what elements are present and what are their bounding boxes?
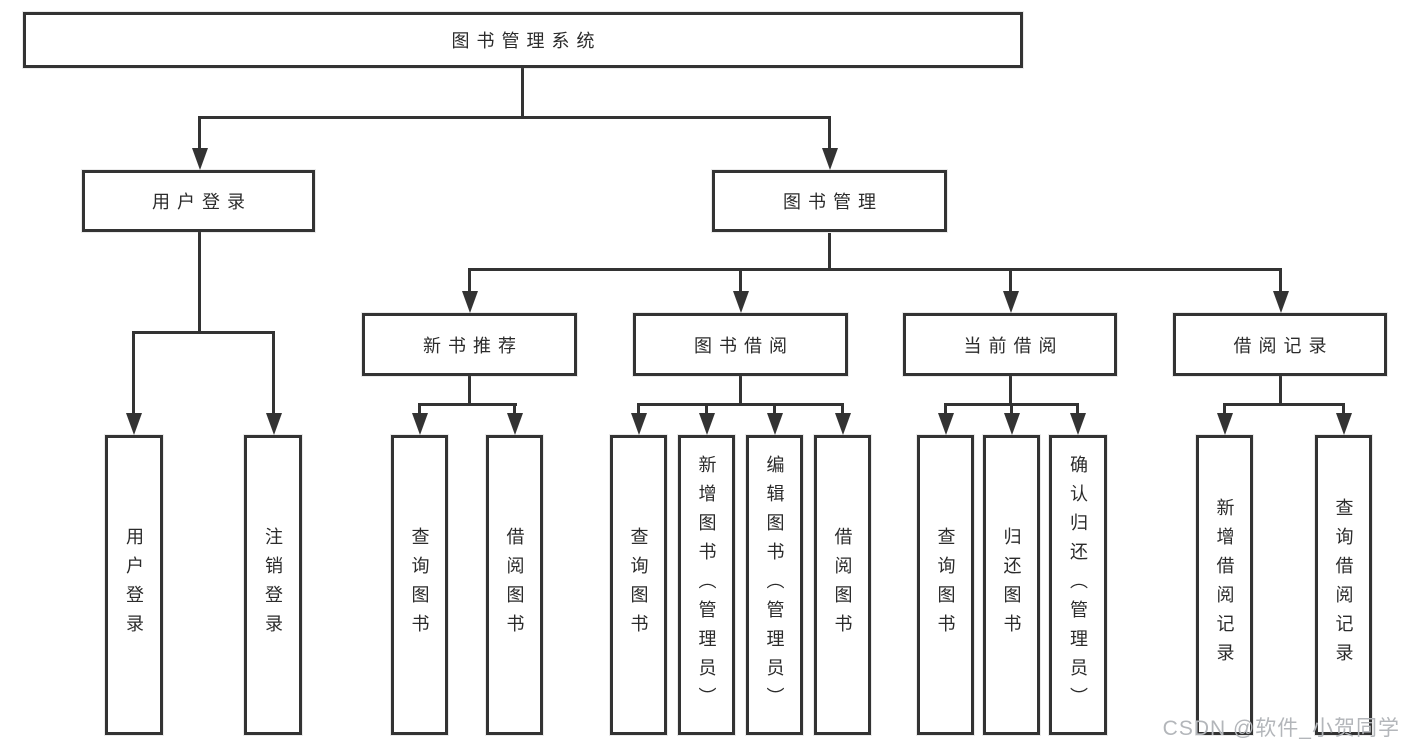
arrow-down-icon xyxy=(506,413,523,435)
arrow-down-icon xyxy=(1003,413,1020,435)
connector-line xyxy=(1076,403,1079,415)
arrow-down-icon xyxy=(265,413,282,435)
connector-line xyxy=(637,403,640,415)
arrow-down-icon xyxy=(821,148,838,170)
node-new-book-recommend: 新书推荐 xyxy=(362,313,577,376)
connector-line xyxy=(132,331,135,415)
arrow-down-icon xyxy=(191,148,208,170)
node-book-borrow: 图书借阅 xyxy=(633,313,848,376)
leaf-bb-add-book-admin: 新增图书（管理员） xyxy=(678,435,735,735)
arrow-down-icon xyxy=(732,291,749,313)
arrow-down-icon xyxy=(630,413,647,435)
connector-line xyxy=(828,233,831,271)
connector-line xyxy=(418,403,421,415)
connector-line xyxy=(828,116,831,150)
leaf-cb-confirm-return-admin: 确认归还（管理员） xyxy=(1049,435,1107,735)
arrow-down-icon xyxy=(1002,291,1019,313)
arrow-down-icon xyxy=(937,413,954,435)
connector-line xyxy=(1009,376,1012,406)
leaf-cb-query-book: 查询图书 xyxy=(917,435,974,735)
connector-line xyxy=(739,376,742,406)
connector-line xyxy=(132,331,275,334)
connector-line xyxy=(841,403,844,415)
leaf-br-query-record: 查询借阅记录 xyxy=(1315,435,1372,735)
connector-line xyxy=(1279,376,1282,406)
node-book-management: 图书管理 xyxy=(712,170,947,232)
connector-line xyxy=(513,403,516,415)
connector-line xyxy=(521,68,524,118)
node-borrow-record: 借阅记录 xyxy=(1173,313,1387,376)
arrow-down-icon xyxy=(1216,413,1233,435)
connector-line xyxy=(272,331,275,415)
leaf-cb-return-book: 归还图书 xyxy=(983,435,1040,735)
arrow-down-icon xyxy=(411,413,428,435)
node-current-borrow: 当前借阅 xyxy=(903,313,1117,376)
connector-line xyxy=(1223,403,1226,415)
leaf-nb-borrow-book: 借阅图书 xyxy=(486,435,543,735)
connector-line xyxy=(1009,268,1012,293)
arrow-down-icon xyxy=(834,413,851,435)
connector-line xyxy=(739,268,742,293)
csdn-watermark: CSDN @软件_小贺同学 xyxy=(1162,717,1400,740)
connector-line xyxy=(705,403,708,415)
connector-line xyxy=(944,403,947,415)
arrow-down-icon xyxy=(1272,291,1289,313)
connector-line xyxy=(1223,403,1345,406)
arrow-down-icon xyxy=(1069,413,1086,435)
arrow-down-icon xyxy=(766,413,783,435)
leaf-user-login: 用户登录 xyxy=(105,435,163,735)
leaf-bb-query-book: 查询图书 xyxy=(610,435,667,735)
arrow-down-icon xyxy=(698,413,715,435)
leaf-bb-borrow-book: 借阅图书 xyxy=(814,435,871,735)
leaf-br-add-record: 新增借阅记录 xyxy=(1196,435,1253,735)
connector-line xyxy=(637,403,844,406)
leaf-logout: 注销登录 xyxy=(244,435,302,735)
arrow-down-icon xyxy=(1335,413,1352,435)
arrow-down-icon xyxy=(461,291,478,313)
connector-line xyxy=(198,116,831,119)
connector-line xyxy=(468,268,1282,271)
connector-line xyxy=(773,403,776,415)
arrow-down-icon xyxy=(125,413,142,435)
leaf-bb-edit-book-admin: 编辑图书（管理员） xyxy=(746,435,803,735)
node-root: 图书管理系统 xyxy=(23,12,1023,68)
connector-line xyxy=(1342,403,1345,415)
connector-line xyxy=(198,116,201,150)
node-user-login: 用户登录 xyxy=(82,170,315,232)
connector-line xyxy=(468,268,471,293)
leaf-nb-query-book: 查询图书 xyxy=(391,435,448,735)
connector-line xyxy=(1010,403,1013,415)
connector-line xyxy=(1279,268,1282,293)
connector-line xyxy=(418,403,517,406)
connector-line xyxy=(198,232,201,334)
connector-line xyxy=(468,376,471,406)
